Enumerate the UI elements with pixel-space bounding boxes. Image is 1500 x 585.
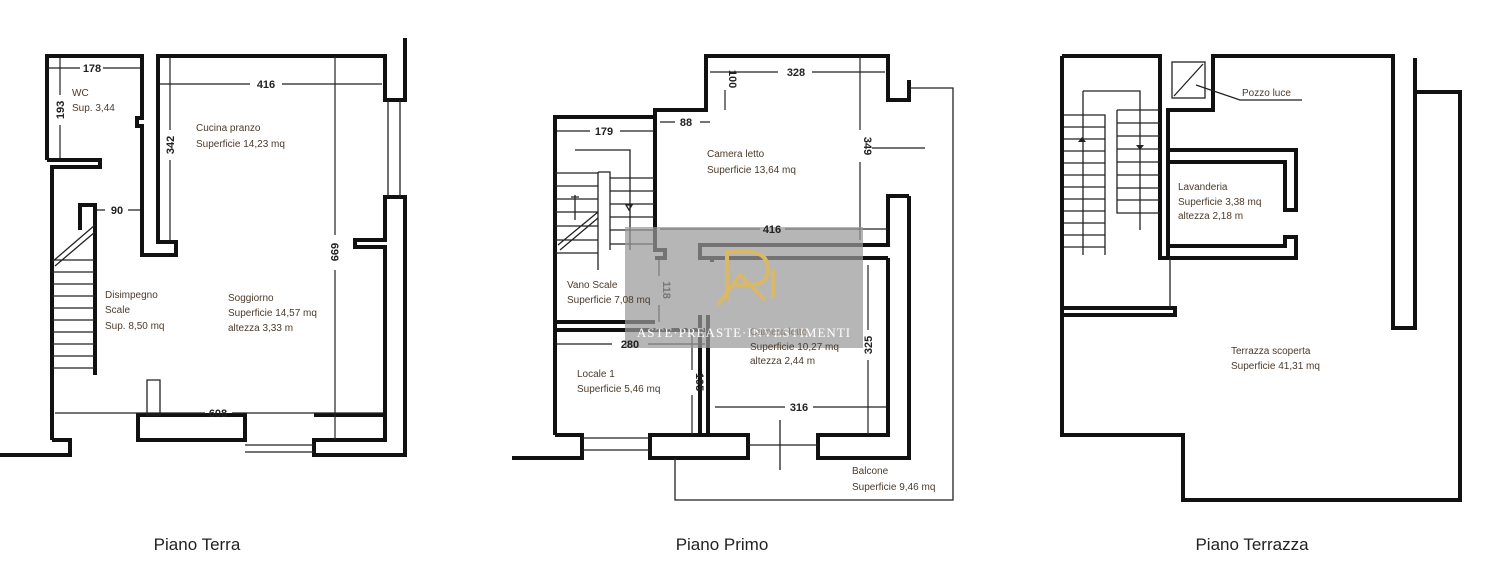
dim-325: 325 <box>863 336 875 354</box>
room-cucina-name: Cucina pranzo <box>196 123 261 134</box>
dim-699: 699 <box>328 243 340 261</box>
dim-342: 342 <box>165 136 177 154</box>
plan-title-piano-terra: Piano Terra <box>154 535 241 554</box>
dimension-labels: 328 100 88 179 349 118 195 325 316 <box>595 67 875 414</box>
room-soggiorno-height: altezza 3,33 m <box>228 323 293 334</box>
room-labels: WC Sup. 3,44 Cucina pranzo Superficie 14… <box>72 88 317 334</box>
room-wc-area: Sup. 3,44 <box>72 103 115 114</box>
watermark: ASTE·PREASTE·INVESTIMENTI <box>625 227 863 348</box>
room-vano-scale-name: Vano Scale <box>567 280 618 291</box>
room-balcone-name: Balcone <box>852 466 889 477</box>
room-cucina-area: Superficie 14,23 mq <box>196 139 285 150</box>
pozzo-luce-symbol <box>1171 61 1302 101</box>
stairs <box>1064 90 1160 255</box>
dim-179: 179 <box>595 126 613 138</box>
dim-88: 88 <box>680 117 692 129</box>
room-locale1-area: Superficie 5,46 mq <box>577 384 660 395</box>
room-disimpegno-name: Disimpegno <box>105 290 158 301</box>
dim-100: 100 <box>726 70 738 88</box>
dim-316: 316 <box>790 402 808 414</box>
room-disimpegno-area: Sup. 8,50 mq <box>105 321 164 332</box>
room-pozzo-luce-name: Pozzo luce <box>1242 88 1291 99</box>
plan-piano-primo: 328 100 88 179 349 118 195 325 316 Camer… <box>512 54 954 554</box>
room-soggiorno-name: Soggiorno <box>228 293 274 304</box>
room-vano-scale-area: Superficie 7,08 mq <box>567 295 650 306</box>
room-labels: Pozzo luce Lavanderia Superficie 3,38 mq… <box>1178 88 1320 372</box>
watermark-text: ASTE·PREASTE·INVESTIMENTI <box>637 325 851 340</box>
watermark-logo <box>716 250 775 307</box>
walls <box>0 38 407 457</box>
dim-90: 90 <box>111 205 123 217</box>
room-balcone-area: Superficie 9,46 mq <box>852 482 935 493</box>
room-disimpegno-name2: Scale <box>105 305 130 316</box>
room-lavanderia-name: Lavanderia <box>1178 182 1228 193</box>
walls <box>1060 54 1462 502</box>
room-camera-letto-name: Camera letto <box>707 149 765 160</box>
room-lavanderia-height: altezza 2,18 m <box>1178 211 1243 222</box>
dimension-lines <box>48 56 383 440</box>
dim-349: 349 <box>861 137 873 155</box>
room-camera-letto-area: Superficie 13,64 mq <box>707 165 796 176</box>
watermark-overlay <box>625 227 863 348</box>
dim-416: 416 <box>257 79 275 91</box>
dim-416: 416 <box>763 224 781 236</box>
room-labels-2: Camera letto Superficie 10,27 mq altezza… <box>750 327 839 367</box>
room-locale1-name: Locale 1 <box>577 369 615 380</box>
room-terrazza-area: Superficie 41,31 mq <box>1231 361 1320 372</box>
room-camera-letto-2-name: Camera letto <box>750 327 808 338</box>
dimension-labels: 178 193 416 342 90 699 608 <box>55 63 340 420</box>
dim-193: 193 <box>55 101 67 119</box>
plan-piano-terra: 178 193 416 342 90 699 608 WC Sup. 3,44 … <box>0 38 407 554</box>
room-lavanderia-area: Superficie 3,38 mq <box>1178 197 1261 208</box>
plan-title-piano-primo: Piano Primo <box>676 535 769 554</box>
room-labels: Camera letto Superficie 13,64 mq Vano Sc… <box>567 149 935 493</box>
room-camera-letto-2-height: altezza 2,44 m <box>750 356 815 367</box>
room-terrazza-name: Terrazza scoperta <box>1231 346 1311 357</box>
dim-280: 280 <box>621 339 639 351</box>
dim-608: 608 <box>209 408 227 420</box>
dim-195: 195 <box>693 373 705 391</box>
plan-title-piano-terrazza: Piano Terrazza <box>1195 535 1309 554</box>
dim-178: 178 <box>83 63 101 75</box>
stairs <box>51 203 97 375</box>
room-camera-letto-2-area: Superficie 10,27 mq <box>750 342 839 353</box>
labels-over-watermark: 416 280 Superficie 7,08 mq <box>567 224 781 351</box>
room-wc-name: WC <box>72 88 89 99</box>
plan-piano-terrazza: Pozzo luce Lavanderia Superficie 3,38 mq… <box>1060 54 1462 554</box>
dim-328: 328 <box>787 67 805 79</box>
room-soggiorno-area: Superficie 14,57 mq <box>228 308 317 319</box>
